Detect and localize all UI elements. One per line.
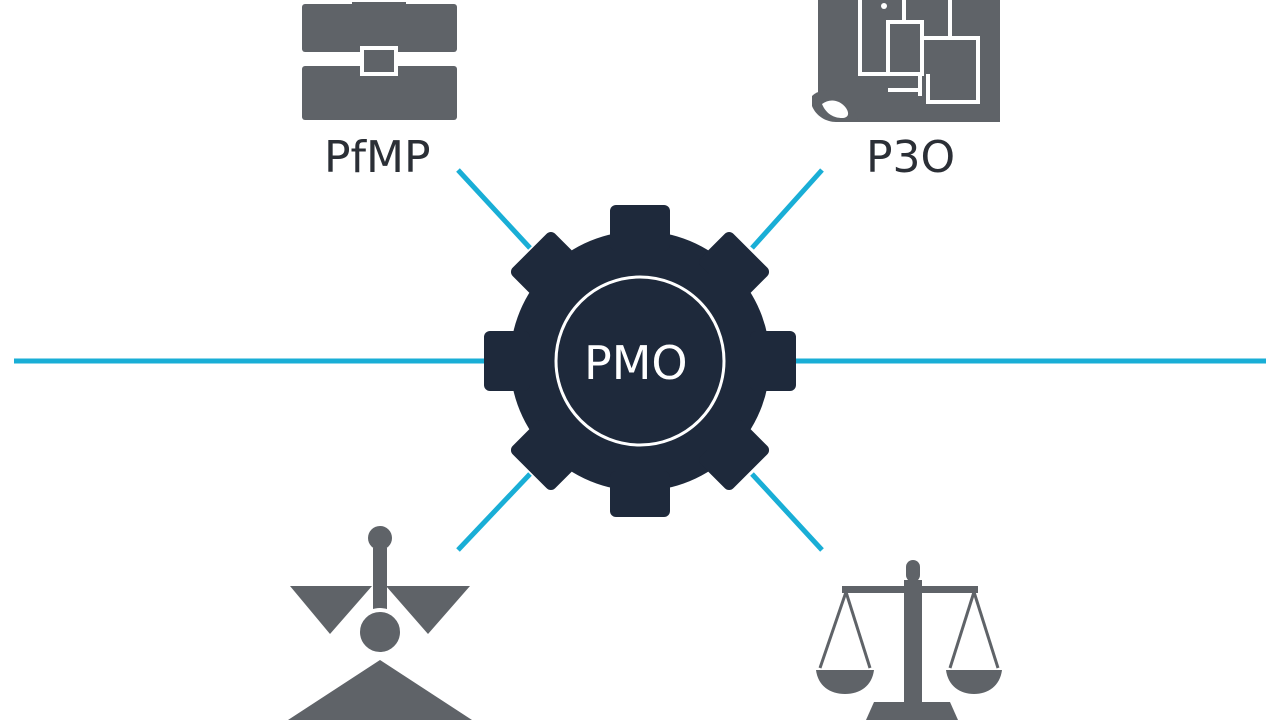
gear-icon (484, 205, 796, 517)
briefcase-icon (302, 2, 457, 120)
connector-top-left (456, 168, 532, 250)
center-label-pmo: PMO (584, 336, 688, 390)
gear-inner-ring (554, 275, 726, 447)
connector-bottom-right (750, 472, 824, 552)
connector-lines (14, 168, 1266, 552)
blueprint-icon (812, 0, 1000, 122)
scales-icon (816, 560, 1002, 720)
node-label-pfmp: PfMP (324, 132, 431, 183)
lever-fulcrum-icon (288, 526, 472, 720)
node-label-p3o: P3O (866, 132, 956, 183)
connector-top-right (750, 168, 824, 250)
connector-bottom-left (456, 472, 532, 552)
